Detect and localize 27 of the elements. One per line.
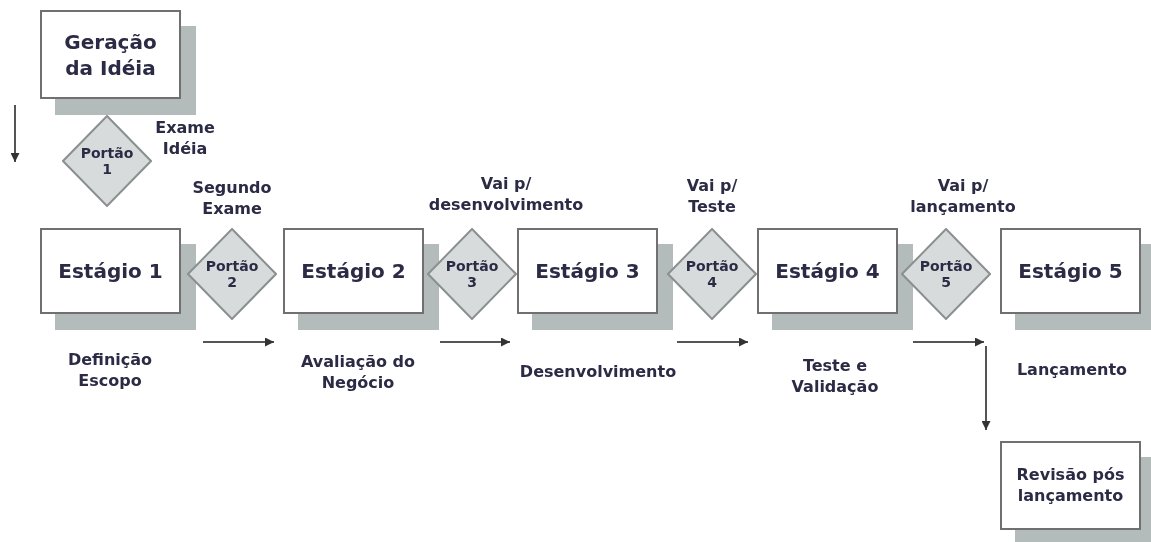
node-label: Desenvolvimento [518,362,678,383]
gate-label: Portão 1 [79,144,135,178]
stage-label: Estágio 1 [57,258,164,284]
node-label: Vai p/ lançamento [909,176,1017,218]
node-label: Teste e Validação [790,356,880,398]
node-label: Vai p/ desenvolvimento [427,174,585,216]
gate-diamond [901,228,991,320]
gate-label: Portão 3 [444,257,500,291]
node-label: Vai p/ Teste [685,176,739,218]
node-label: Exame Idéia [154,118,216,160]
gate-diamond [427,228,517,320]
stage-label: Estágio 4 [774,258,881,284]
stage-label: Revisão pós lançamento [1015,464,1126,507]
node-label: Lançamento [1015,360,1129,381]
node-label: Avaliação do Negócio [299,352,417,394]
gate-diamond [187,228,277,320]
gate-diamond [62,115,152,207]
stage-label: Estágio 3 [534,258,641,284]
gate-diamond [667,228,757,320]
gate-label: Portão 5 [918,257,974,291]
stage-label: Estágio 5 [1017,258,1124,284]
node-label: Segundo Exame [191,178,273,220]
stage-label: Geração da Idéia [63,28,158,81]
gate-label: Portão 2 [204,257,260,291]
stage-label: Estágio 2 [300,258,407,284]
node-label: Definição Escopo [66,350,154,392]
gate-label: Portão 4 [684,257,740,291]
